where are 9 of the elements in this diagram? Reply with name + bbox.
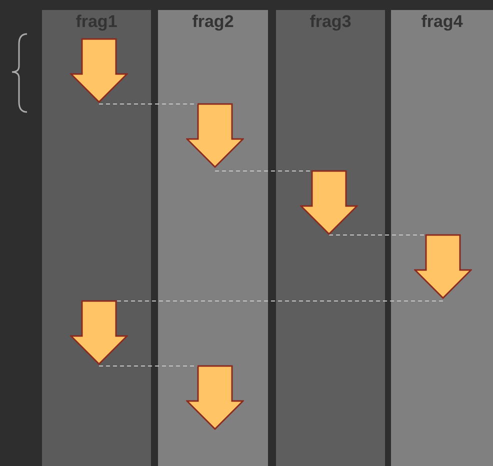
dashed-connector (328, 234, 426, 236)
column-band (391, 10, 493, 466)
column-title: frag4 (420, 12, 464, 32)
dashed-connector (116, 300, 444, 302)
dashed-connector (214, 170, 312, 172)
column-band (42, 10, 151, 466)
column-band (158, 10, 268, 466)
column-band (276, 10, 385, 466)
column-title: frag2 (191, 12, 235, 32)
